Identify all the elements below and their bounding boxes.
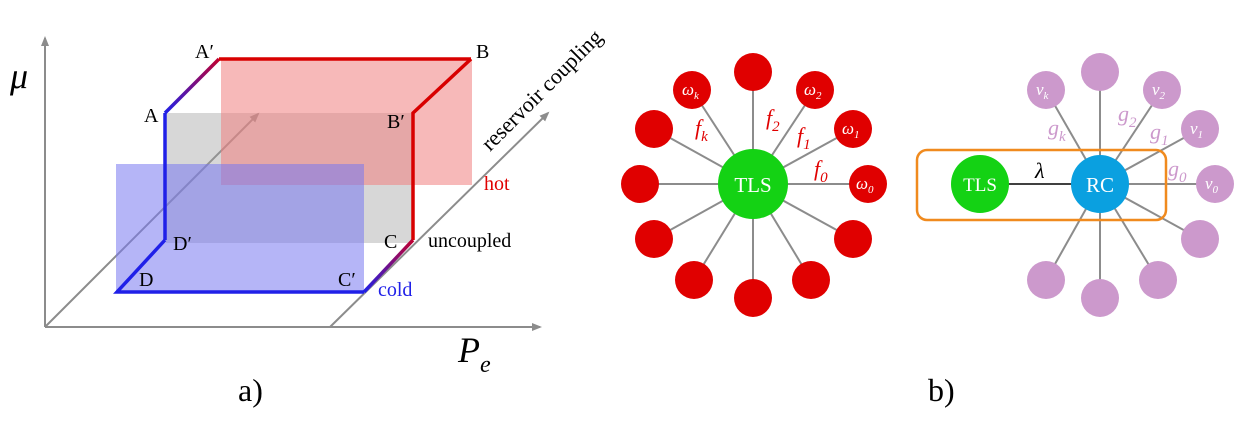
depth-axis-label: reservoir coupling <box>476 24 607 155</box>
point-C: C <box>384 231 397 253</box>
point-D: D <box>139 269 153 291</box>
coupling-label-k: gk <box>1048 115 1066 145</box>
bath-mode <box>1181 110 1219 148</box>
coupling-label-2: f2 <box>766 105 780 135</box>
tls-node <box>951 155 1009 213</box>
coupling-label-k: fk <box>695 115 708 145</box>
point-B-prime: B′ <box>387 111 405 133</box>
bath-mode <box>673 71 711 109</box>
rc-node <box>1071 155 1129 213</box>
mode-label-k: ωk <box>682 80 700 102</box>
rc-label: RC <box>1086 173 1114 197</box>
coupling-label-1: f1 <box>797 123 811 153</box>
mode-label-1: ν1 <box>1190 119 1203 141</box>
panel-a: μ Pe reservoir coupling A A′ B B′ C C′ D… <box>9 24 607 408</box>
bath-mode <box>1027 261 1065 299</box>
cycle-D-Dprime <box>113 238 364 294</box>
bath-mode <box>675 261 713 299</box>
bath-mode <box>1143 71 1181 109</box>
bath-mode <box>1027 71 1065 109</box>
mode-label-0: ν0 <box>1205 174 1219 196</box>
label-cold: cold <box>378 279 412 301</box>
mode-label-k: νk <box>1036 80 1050 102</box>
bath-mode <box>849 165 887 203</box>
x-axis-label: Pe <box>457 330 491 378</box>
caption-a: a) <box>238 372 263 408</box>
tls-label: TLS <box>734 173 771 197</box>
x-axis-label-sub: e <box>480 352 491 378</box>
mode-label-0: ω0 <box>856 174 874 196</box>
bath-mode <box>734 279 772 317</box>
coupling-label-0: f0 <box>814 156 828 186</box>
bath-mode <box>834 220 872 258</box>
panel-b-left: ωk ω2 ω1 ω0 fk f2 f1 f0 TLS <box>621 53 887 317</box>
bath-mode <box>621 165 659 203</box>
bath-mode <box>635 220 673 258</box>
tls-node <box>718 149 788 219</box>
point-C-prime: C′ <box>338 269 356 291</box>
cycle-A-Aprime <box>163 57 221 115</box>
cold-plane <box>116 164 364 292</box>
coupling-label-1: g1 <box>1150 119 1169 149</box>
bath-mode <box>734 53 772 91</box>
tls-label: TLS <box>963 175 997 196</box>
label-hot: hot <box>484 173 510 195</box>
mode-label-2: ω2 <box>804 80 822 102</box>
bath-mode <box>792 261 830 299</box>
bath-mode <box>796 71 834 109</box>
bath-mode <box>1081 53 1119 91</box>
x-axis-label-main: P <box>457 330 480 370</box>
bath-mode <box>834 110 872 148</box>
reaction-coordinate-box <box>915 148 1168 222</box>
mode-label-1: ω1 <box>842 119 860 141</box>
label-uncoupled: uncoupled <box>428 230 511 252</box>
panel-b-right: νk ν2 ν1 ν0 gk g2 g1 g0 λ TLS RC <box>915 53 1234 317</box>
bath-mode <box>1196 165 1234 203</box>
bath-mode <box>1081 279 1119 317</box>
bath-mode <box>635 110 673 148</box>
bath-mode <box>1139 261 1177 299</box>
cycle-B-Bprime-C <box>411 57 473 240</box>
point-A-prime: A′ <box>195 41 214 63</box>
point-D-prime: D′ <box>173 233 192 255</box>
caption-b: b) <box>928 372 955 408</box>
point-B: B <box>476 41 489 63</box>
lambda-label: λ <box>1034 158 1045 183</box>
y-axis-label: μ <box>9 56 28 96</box>
cycle-C-Cprime <box>362 238 415 294</box>
bath-mode <box>1181 220 1219 258</box>
point-A: A <box>144 105 159 127</box>
mode-label-2: ν2 <box>1152 80 1166 102</box>
coupling-label-0: g0 <box>1168 156 1187 186</box>
coupling-label-2: g2 <box>1118 101 1137 131</box>
